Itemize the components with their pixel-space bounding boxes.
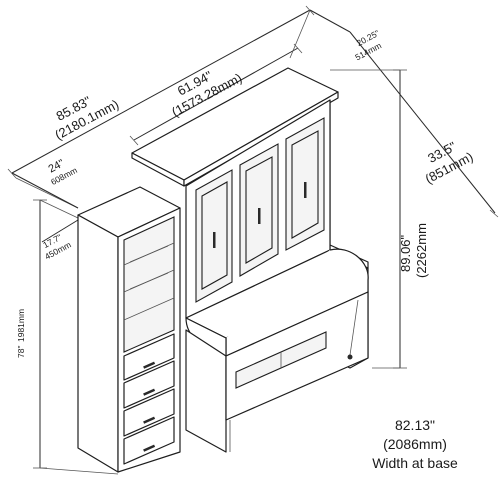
bed-width-line: [133, 47, 299, 141]
tower-height-metric: 1981mm: [16, 309, 26, 342]
side-tower: [77, 186, 181, 473]
tower-width-line: [11, 172, 79, 209]
top-depth-line: [309, 9, 351, 33]
base-width-label: Width at base: [372, 455, 458, 471]
base-width-metric: (2086mm): [383, 436, 447, 452]
total-width-line: [11, 9, 311, 174]
height-metric: (2262mm: [414, 223, 429, 278]
base-width-imperial: 82.13": [394, 417, 435, 433]
tower-depth-line: [41, 219, 79, 243]
base-width-caption: 82.13" (2086mm) Width at base: [350, 416, 480, 473]
open-depth-line: [349, 31, 496, 214]
tower-height-imperial: 78": [16, 346, 26, 358]
height-imperial: 89.06": [398, 234, 413, 272]
bed-cabinet: [131, 67, 369, 453]
